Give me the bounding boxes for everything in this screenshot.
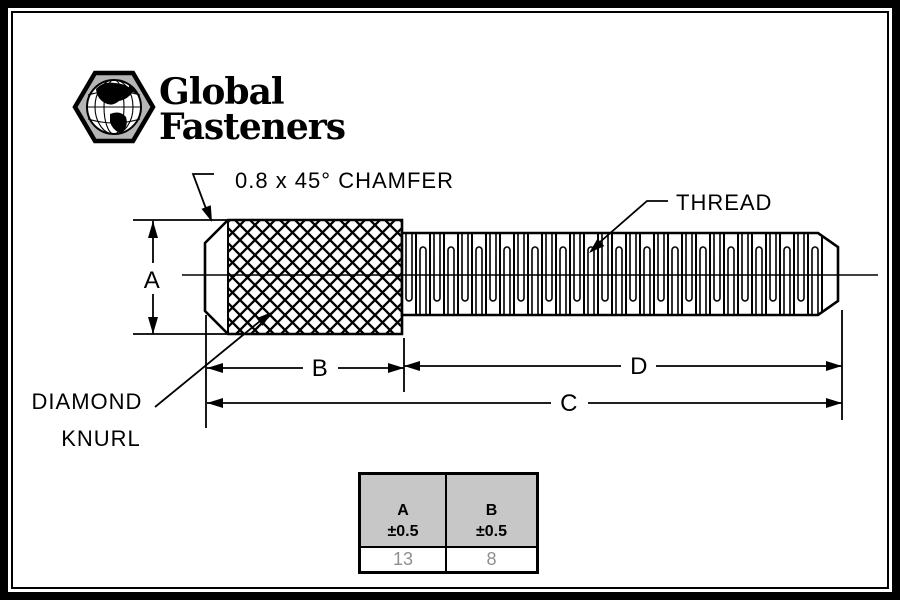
arrow-c-right: [826, 398, 842, 408]
table-header-a-label: A: [397, 502, 409, 519]
dimensions-table: A ±0.5 B ±0.5 13 8: [358, 472, 539, 574]
knurled-head: [203, 218, 404, 336]
table-value-a: 13: [361, 548, 447, 571]
table-header-cell-b: B ±0.5: [447, 475, 536, 548]
diamond-knurl-callout: DIAMOND KNURL: [32, 312, 272, 451]
arrow-b-left: [207, 363, 223, 373]
dim-label-d: D: [630, 353, 648, 380]
thread-label: THREAD: [676, 190, 772, 215]
dimension-d: [404, 361, 842, 371]
globe-icon: [86, 79, 142, 135]
threaded-shaft: [400, 231, 840, 317]
arrow-c-left: [207, 398, 223, 408]
diamond-knurl-hatch: [228, 220, 402, 334]
logo-text-global: Global: [159, 71, 284, 113]
arrow-b-right: [388, 363, 404, 373]
extension-lines: [205, 310, 843, 428]
arrow-d-left: [404, 361, 420, 371]
knurl-label-line2: KNURL: [61, 426, 141, 451]
logo: Global Fasteners: [72, 70, 346, 148]
table-value-b: 8: [447, 548, 536, 571]
knurl-leader-arrow: [256, 312, 272, 326]
dim-label-b: B: [312, 355, 329, 382]
dim-label-a: A: [144, 267, 161, 294]
arrow-d-right: [826, 361, 842, 371]
table-header-cell-a: A ±0.5: [361, 475, 447, 548]
dimension-c: [207, 398, 842, 408]
table-header-b-label: B: [485, 502, 498, 519]
table-header-b-tolerance: ±0.5: [475, 523, 508, 540]
knurl-label-line1: DIAMOND: [32, 389, 143, 414]
chamfer-leader-arrow: [201, 205, 212, 222]
dim-label-c: C: [560, 390, 578, 417]
arrow-a-up: [148, 221, 158, 238]
thread-leader-arrow: [589, 238, 605, 253]
chamfer-label: 0.8 x 45° CHAMFER: [235, 168, 454, 193]
table-header-a-tolerance: ±0.5: [387, 523, 419, 540]
dimension-b: [207, 363, 404, 373]
thread-callout: THREAD: [589, 190, 772, 253]
dimension-a: [133, 219, 236, 335]
chamfer-callout: 0.8 x 45° CHAMFER: [191, 168, 454, 222]
thread-pattern: [405, 233, 823, 315]
arrow-a-down: [148, 317, 158, 334]
logo-text-fasteners: Fasteners: [159, 106, 345, 148]
